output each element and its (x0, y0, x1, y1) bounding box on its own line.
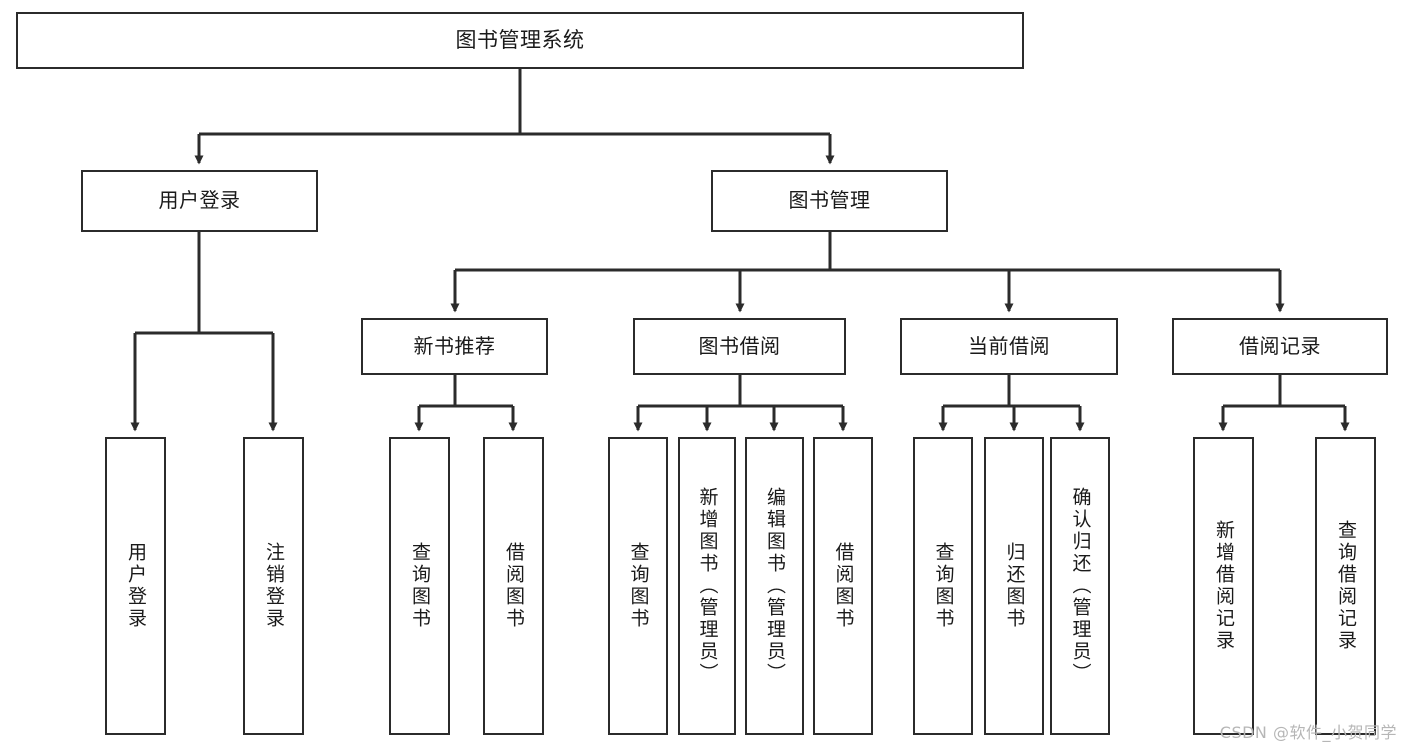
node-book-borrow[interactable]: 图书借阅 (633, 318, 846, 375)
node-label: 注销登录 (263, 542, 285, 630)
node-root[interactable]: 图书管理系统 (16, 12, 1024, 69)
node-leaf-query-record[interactable]: 查询借阅记录 (1315, 437, 1376, 735)
node-label: 用户登录 (125, 542, 147, 630)
node-label: 新增图书（管理员） (696, 487, 719, 685)
node-root-label: 图书管理系统 (455, 28, 585, 53)
node-label: 查询借阅记录 (1335, 520, 1357, 652)
node-new-book-recommend[interactable]: 新书推荐 (361, 318, 548, 375)
watermark: CSDN @软件_小贺同学 (1219, 723, 1397, 742)
node-borrow-record[interactable]: 借阅记录 (1172, 318, 1388, 375)
node-leaf-edit-book[interactable]: 编辑图书（管理员） (745, 437, 804, 735)
node-leaf-borrow-book-2[interactable]: 借阅图书 (813, 437, 873, 735)
node-leaf-user-login[interactable]: 用户登录 (105, 437, 166, 735)
node-leaf-add-book[interactable]: 新增图书（管理员） (678, 437, 736, 735)
node-label: 归还图书 (1003, 542, 1026, 630)
node-label: 用户登录 (158, 188, 241, 213)
node-user-login[interactable]: 用户登录 (81, 170, 318, 232)
node-label: 图书借阅 (698, 333, 781, 358)
node-book-manage[interactable]: 图书管理 (711, 170, 948, 232)
node-label: 确认归还（管理员） (1069, 487, 1092, 685)
node-label: 新增借阅记录 (1213, 520, 1235, 652)
node-current-borrow[interactable]: 当前借阅 (900, 318, 1118, 375)
node-label: 查询图书 (409, 542, 431, 630)
node-label: 新书推荐 (413, 333, 496, 358)
node-label: 编辑图书（管理员） (764, 487, 786, 685)
node-leaf-user-logout[interactable]: 注销登录 (243, 437, 304, 735)
node-leaf-borrow-book-1[interactable]: 借阅图书 (483, 437, 544, 735)
node-leaf-query-book-1[interactable]: 查询图书 (389, 437, 450, 735)
node-leaf-query-book-3[interactable]: 查询图书 (913, 437, 973, 735)
node-label: 查询图书 (627, 542, 650, 630)
node-leaf-add-record[interactable]: 新增借阅记录 (1193, 437, 1254, 735)
node-label: 查询图书 (932, 542, 955, 630)
node-leaf-confirm-return[interactable]: 确认归还（管理员） (1050, 437, 1110, 735)
node-label: 借阅图书 (503, 542, 525, 630)
node-label: 借阅记录 (1239, 333, 1321, 358)
node-leaf-return-book[interactable]: 归还图书 (984, 437, 1044, 735)
node-leaf-query-book-2[interactable]: 查询图书 (608, 437, 668, 735)
node-label: 借阅图书 (832, 542, 855, 630)
node-label: 当前借阅 (968, 333, 1050, 358)
node-label: 图书管理 (788, 188, 871, 213)
